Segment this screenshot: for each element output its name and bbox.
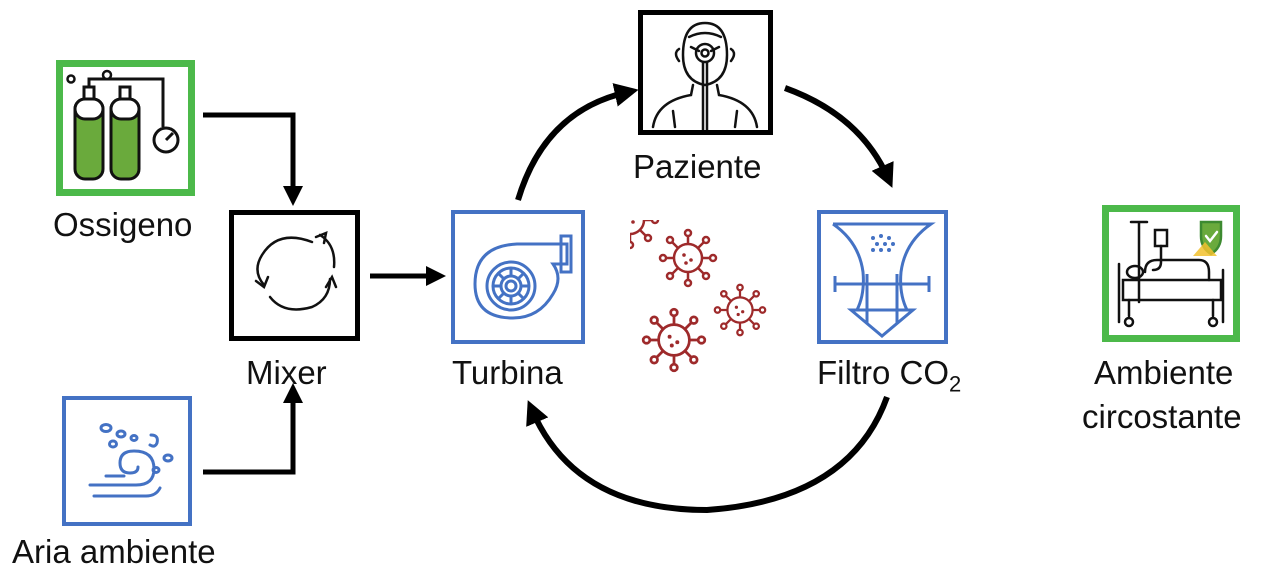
hospital-bed-shield-icon xyxy=(1117,220,1225,328)
ambiente-label-line2: circostante xyxy=(1082,398,1242,435)
aria-label: Aria ambiente xyxy=(12,533,216,570)
aria-box xyxy=(62,396,192,526)
filtro-label-subscript: 2 xyxy=(949,371,962,397)
virus-icon xyxy=(658,228,718,288)
ossigeno-box xyxy=(56,60,195,196)
arrow-ossigeno-to-mixer xyxy=(203,112,303,206)
paziente-label: Paziente xyxy=(633,148,762,185)
mixer-box xyxy=(229,210,360,341)
ambiente-box xyxy=(1102,205,1240,342)
ambiente-label-line1: Ambiente xyxy=(1094,354,1234,391)
wind-icon xyxy=(88,423,174,498)
filtro-box xyxy=(817,210,948,344)
turbine-icon xyxy=(473,234,573,320)
turbina-label: Turbina xyxy=(452,354,563,391)
virus-icon xyxy=(713,283,767,337)
patient-mask-icon xyxy=(651,21,759,132)
ossigeno-label: Ossigeno xyxy=(53,206,193,243)
arrow-turbina-to-paziente xyxy=(515,83,639,201)
arrow-filtro-to-turbina xyxy=(526,395,890,514)
virus-icon xyxy=(630,220,660,250)
filter-funnel-icon xyxy=(832,222,936,338)
circular-arrows-icon xyxy=(254,230,338,311)
filtro-label: Filtro CO2 xyxy=(817,356,961,396)
paziente-box xyxy=(638,10,773,135)
filtro-label-text: Filtro CO xyxy=(817,354,949,391)
virus-icon xyxy=(641,307,707,373)
virus-cluster xyxy=(630,220,767,373)
arrow-aria-to-mixer xyxy=(203,383,303,475)
arrow-paziente-to-filtro xyxy=(783,85,894,188)
oxygen-cylinders-icon xyxy=(66,69,180,181)
mixer-label: Mixer xyxy=(246,354,327,391)
turbina-box xyxy=(451,210,585,344)
